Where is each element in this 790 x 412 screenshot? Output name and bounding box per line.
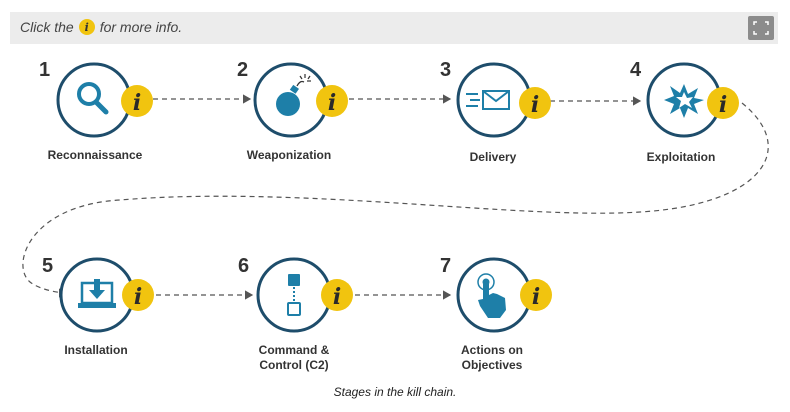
stage-number: 5 [42, 255, 53, 277]
info-icon [519, 87, 551, 119]
info-icon [707, 87, 739, 119]
stage-7-label: Actions on Objectives [461, 343, 523, 372]
stage-circle [56, 62, 132, 138]
info-hint: Click the i for more info. [20, 19, 182, 35]
info-icon [520, 279, 552, 311]
hint-text-after: for more info. [99, 19, 183, 35]
stage-number: 7 [440, 255, 451, 277]
stage-3[interactable]: 3 i [440, 59, 551, 138]
info-badge-letter: i [328, 90, 336, 116]
stage-5[interactable]: 5 i [42, 255, 154, 333]
stage-3-label: Delivery [469, 150, 517, 164]
info-icon [316, 85, 348, 117]
stage-number: 4 [630, 59, 642, 81]
info-badge-letter: i [532, 284, 540, 310]
envelope-icon [466, 90, 510, 110]
stage-5-label: Installation [64, 343, 128, 357]
stage-6[interactable]: 6 i [238, 255, 353, 333]
command-control-icon [287, 274, 301, 316]
stage-2-label: Weaponization [246, 148, 332, 162]
pointer-hand-icon [477, 273, 506, 318]
stage-number: 2 [237, 59, 248, 81]
stage-1-label: Reconnaissance [47, 148, 143, 162]
stage-number: 1 [39, 59, 50, 81]
magnifier-icon [77, 82, 109, 115]
stage-6-label: Command & Control (C2) [258, 343, 330, 372]
fullscreen-button[interactable] [748, 16, 774, 40]
bomb-icon [276, 74, 311, 116]
info-badge-letter: i [719, 92, 727, 118]
info-badge-letter: i [531, 92, 539, 118]
info-bar: Click the i for more info. [10, 12, 778, 44]
info-badge-letter: i [333, 284, 341, 310]
info-icon: i [78, 19, 95, 35]
info-icon [122, 279, 154, 311]
stage-4[interactable]: 4 i [630, 59, 739, 138]
stage-number: 6 [238, 255, 249, 277]
figure-caption: Stages in the kill chain. [333, 385, 457, 399]
info-badge-button[interactable]: i [122, 279, 154, 311]
stage-1[interactable]: 1 i [39, 59, 153, 138]
info-badge-letter: i [133, 90, 141, 116]
info-badge-letter: i [134, 284, 142, 310]
fullscreen-icon [753, 21, 769, 35]
explosion-icon [664, 84, 704, 118]
hint-text-before: Click the [20, 19, 74, 35]
info-badge-button[interactable]: i [316, 85, 348, 117]
info-icon [121, 85, 153, 117]
info-icon [321, 279, 353, 311]
info-badge-button[interactable]: i [121, 85, 153, 117]
download-icon [78, 279, 116, 308]
info-badge-button[interactable]: i [520, 279, 552, 311]
stage-number: 3 [440, 59, 451, 81]
connector-4-5 [22, 102, 769, 298]
stage-2[interactable]: 2 i [237, 59, 348, 138]
stage-7[interactable]: 7 i [440, 255, 552, 333]
info-badge-button[interactable]: i [707, 87, 739, 119]
stage-4-label: Exploitation [646, 150, 716, 164]
info-badge-button[interactable]: i [321, 279, 353, 311]
info-badge-button[interactable]: i [519, 87, 551, 119]
